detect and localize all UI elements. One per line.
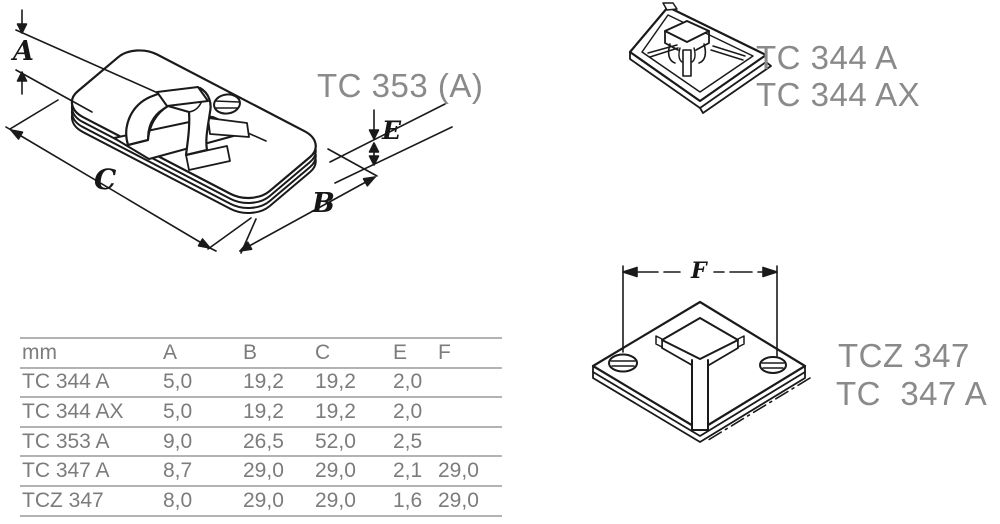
table-cell: 5,0 [163,399,193,423]
table-cell-name: TC 353 A [22,429,110,453]
dim-letter-e: E [382,116,402,145]
label-tc344-ax: TC 344 AX [756,76,921,113]
tc344-plate [628,5,768,103]
table-cell: 29,0 [438,488,479,512]
dimension-f [622,265,778,357]
tc353-saddle-cap [156,86,209,107]
table-cell: 8,0 [163,488,193,512]
dimension-e [329,103,453,184]
table-row: TC 344 AX 5,0 19,2 19,2 2,0 [20,398,502,428]
tc353-strap-fin [207,117,250,138]
table-cell: 29,0 [315,488,356,512]
table-cell-name: TC 344 A [22,370,110,394]
table-cell: 29,0 [243,488,284,512]
table-cell: 19,2 [243,370,284,394]
label-tcz347: TCZ 347 [838,337,970,374]
table-header-col-e: E [393,340,408,364]
tc344-corner-bump [662,2,678,11]
tcz347-centerline [704,377,811,443]
table-row: TC 353 A 9,0 26,5 52,0 2,5 [20,428,502,458]
tcz347-center-pad [655,317,745,431]
table-row: TCZ 347 8,0 29,0 29,0 1,6 29,0 [20,487,502,517]
tc344-plate-rim [641,14,754,93]
table-cell: 19,2 [315,399,356,423]
table-cell: 29,0 [438,459,479,483]
table-cell: 2,1 [393,459,423,483]
table-cell-name: TCZ 347 [22,488,104,512]
table-header-col-a: A [163,340,178,364]
label-tc344-a: TC 344 A [756,39,898,76]
table-cell: 2,0 [393,399,423,423]
table-cell: 19,2 [315,370,356,394]
table-row: TC 347 A 8,7 29,0 29,0 2,1 29,0 [20,457,502,487]
table-header-col-c: C [315,340,331,364]
tc353-screw-hole [213,93,241,115]
tcz347-hole-right [759,356,787,374]
tcz347-hole-left [608,353,638,373]
tc353-drawing [5,9,453,254]
table-cell: 26,5 [243,429,284,453]
tcz347-drawing [591,265,811,443]
spec-table: mm A B C E F TC 344 A 5,0 19,2 19,2 2,0 … [20,337,502,517]
tc344-drawing [628,2,772,114]
tc344-center-block [664,20,710,77]
table-cell: 1,6 [393,488,423,512]
tcz347-base-thickness [592,365,806,443]
table-cell: 8,7 [163,459,193,483]
table-cell: 19,2 [243,399,284,423]
table-cell: 2,5 [393,429,423,453]
dim-letter-b: B [312,188,335,219]
table-header-unit: mm [22,340,57,364]
table-row: TC 344 A 5,0 19,2 19,2 2,0 [20,369,502,399]
dim-letter-a: A [13,36,34,67]
table-cell: 29,0 [315,459,356,483]
dimension-b [239,148,378,254]
table-cell: 9,0 [163,429,193,453]
table-cell-name: TC 347 A [22,459,110,483]
table-header-col-b: B [243,340,258,364]
height-reference-line-base [15,69,93,113]
label-tc353: TC 353 (A) [317,67,484,104]
table-cell: 52,0 [315,429,356,453]
table-header-col-f: F [438,340,451,364]
dim-letter-f: F [691,258,707,284]
table-cell: 29,0 [243,459,284,483]
table-cell-name: TC 344 AX [22,399,124,423]
dim-letter-c: C [94,163,117,196]
tc344-base-thickness [629,51,772,114]
table-cell: 5,0 [163,370,193,394]
tc353-base-slot [185,145,231,171]
label-tc347a: TC 347 A [836,375,988,412]
dimension-a [16,9,28,95]
table-header-row: mm A B C E F [20,337,502,369]
table-cell: 2,0 [393,370,423,394]
dimension-c [5,99,252,252]
